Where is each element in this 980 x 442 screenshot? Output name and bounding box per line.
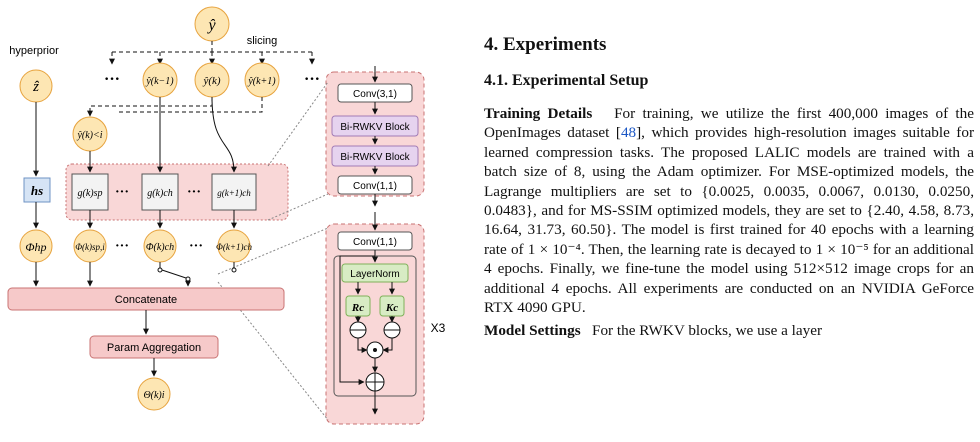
y-hat-label: ŷ — [206, 17, 216, 34]
kc-label: Kc — [385, 302, 398, 314]
theta-label: Θ(k)i — [143, 390, 164, 401]
ellipsis-left: ··· — [104, 71, 120, 88]
ellipsis-g-1: ··· — [115, 185, 129, 200]
param-aggregation-label: Param Aggregation — [107, 342, 201, 354]
g-ch-next-label: g(k+1)ch — [217, 188, 251, 198]
ellipsis-phi-1: ··· — [115, 239, 129, 254]
section-title: 4. Experiments — [484, 34, 607, 55]
subsection-title: 4.1. Experimental Setup — [484, 72, 649, 89]
phi-ch-label: Φ(k)ch — [146, 242, 174, 253]
slicing-label: slicing — [247, 35, 278, 47]
g-sp-label: g(k)sp — [78, 188, 103, 199]
repeat-label: X3 — [431, 321, 446, 335]
phi-sp-label: Φ(k)sp,i — [75, 242, 105, 252]
layernorm-label: LayerNorm — [350, 269, 399, 280]
layernorm-block — [341, 263, 409, 283]
y-k-minus-1-label: ŷ(k−1) — [145, 76, 174, 87]
phi-hp-label: Φhp — [25, 240, 46, 254]
training-details-heading: Training Details — [484, 105, 593, 122]
theta-node — [137, 377, 171, 411]
model-settings-paragraph: Model Settings For the RWKV blocks, we u… — [484, 321, 974, 340]
y-k-label: ŷ(k) — [202, 75, 220, 87]
text-column: 4. Experiments 4.1. Experimental Setup T… — [484, 28, 974, 341]
hs-block — [23, 177, 51, 203]
ellipsis-phi-2: ··· — [189, 239, 203, 254]
hs-label: hs — [31, 183, 43, 198]
ellipsis-right: ··· — [304, 71, 320, 88]
y-k-plus-1-label: ŷ(k+1) — [247, 76, 276, 87]
phi-ch-next-label: Φ(k+1)ch — [216, 242, 252, 252]
citation-link[interactable]: 48 — [620, 124, 637, 142]
g-ch-next-block — [211, 173, 257, 211]
model-settings-heading: Model Settings — [484, 322, 581, 340]
conv11-bottom-label: Conv(1,1) — [353, 237, 397, 248]
ellipsis-g-2: ··· — [187, 185, 201, 200]
z-hat-label: ẑ — [32, 79, 39, 95]
training-details-text-a: For training, we utilize the first 400,0… — [484, 105, 974, 142]
g-sp-block — [71, 173, 109, 211]
architecture-figure: ŷ slicing hyperprior ẑ hs Φhp ··· ŷ(k−1)… — [7, 6, 446, 425]
hyperprior-label: hyperprior — [9, 45, 59, 57]
conv31-label: Conv(3,1) — [353, 89, 397, 100]
rc-label: Rc — [351, 302, 364, 314]
g-ch-label: g(k)ch — [147, 188, 173, 199]
training-details-paragraph: Training Details For training, we utiliz… — [484, 104, 974, 317]
y-lt-i-label: ŷ(k)<i — [76, 130, 102, 141]
training-details-text-b: ], which provides high-resolution images… — [484, 124, 975, 317]
model-settings-text: For the RWKV blocks, we use a layer — [592, 322, 823, 340]
bi-rwkv-label-2: Bi-RWKV Block — [340, 152, 410, 163]
concatenate-label: Concatenate — [115, 294, 177, 306]
bi-rwkv-label-1: Bi-RWKV Block — [340, 122, 410, 133]
conv11-top-label: Conv(1,1) — [353, 181, 397, 192]
